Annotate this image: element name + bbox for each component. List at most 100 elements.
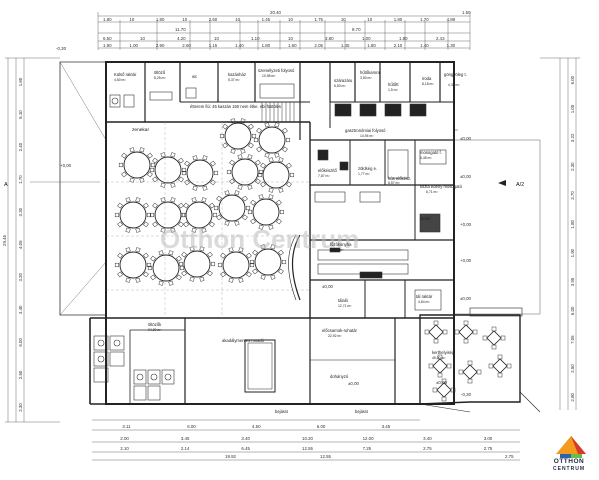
round-table bbox=[249, 244, 287, 280]
lobby-counter bbox=[244, 339, 276, 393]
label-eloszto-area: 22,92 m² bbox=[328, 334, 342, 338]
dim-label: 2.90 bbox=[156, 43, 165, 48]
dim-label: 1.80 bbox=[262, 43, 271, 48]
dim-label: 2.43 bbox=[436, 36, 445, 41]
left-dimension-lines bbox=[5, 57, 60, 423]
dim-label: 7.25 bbox=[363, 446, 372, 451]
level-bottom-right: -0,30 bbox=[461, 392, 472, 397]
dim-label: 1.60 bbox=[288, 43, 297, 48]
label-eloszto: előcsarnok-ruhatár bbox=[322, 328, 358, 333]
label-furniture-note: étterem fiú: 45 kaszás 150 nem étke. ebi… bbox=[190, 104, 281, 109]
label-fozokonyha-area: 34,10 m² bbox=[330, 248, 344, 252]
top-dimension-lines bbox=[97, 12, 471, 50]
dim-label: 2.30 bbox=[570, 162, 575, 171]
label-gastro-folyoso: gasztronómiai folyosó bbox=[345, 128, 386, 133]
dim-label: 12.00 bbox=[363, 436, 375, 441]
hall-gridlines bbox=[106, 122, 310, 318]
level-top-left: -0,30 bbox=[56, 46, 67, 51]
dim-label: 1.45 bbox=[341, 43, 350, 48]
dim-label: 2.60 bbox=[209, 17, 218, 22]
dim-label: 7.05 bbox=[570, 335, 575, 344]
label-gongyoleg: göngyöleg t. bbox=[444, 72, 467, 77]
label-hutott-area: 1,5 m² bbox=[388, 88, 398, 92]
building-walls bbox=[89, 61, 455, 405]
round-table bbox=[257, 157, 295, 193]
dim-label: 1.80 bbox=[18, 77, 23, 86]
top-left-fixtures bbox=[109, 83, 427, 117]
garden-table bbox=[488, 354, 512, 378]
garden-table bbox=[424, 320, 448, 344]
dim-label: 1.40 bbox=[235, 43, 244, 48]
dim-label: 1.00 bbox=[362, 36, 371, 41]
round-table bbox=[180, 197, 218, 233]
round-table bbox=[114, 197, 152, 233]
dining-tables bbox=[114, 118, 295, 286]
dim-label: 6.45 bbox=[241, 446, 250, 451]
label-tarolo: tároló bbox=[420, 216, 431, 221]
otthon-centrum-logo-icon bbox=[556, 436, 586, 458]
dim-label: 1.80 bbox=[399, 36, 408, 41]
dim-label: 2.10 bbox=[120, 446, 129, 451]
label-oltozok-area: 24,80 m² bbox=[148, 328, 162, 332]
right-level-labels: ±0,00±0,00+0,00+0,00±0,00 bbox=[460, 136, 472, 301]
level-lobby: ±0,00 bbox=[348, 381, 360, 386]
label-hus-elokeszito-area: 6,57 m² bbox=[388, 181, 400, 185]
label-szarazaru-area: 6,50 m² bbox=[334, 84, 346, 88]
dim-label: 2.75 bbox=[484, 446, 493, 451]
dim-label: 2.00 bbox=[120, 436, 129, 441]
label-kazanhaz-area: 5,37 m² bbox=[228, 78, 240, 82]
dim-label: 1.30 bbox=[447, 43, 456, 48]
round-table bbox=[247, 194, 285, 230]
round-table bbox=[149, 152, 187, 188]
label-zoldseg-area: 1,77 m² bbox=[358, 172, 370, 176]
bottom-dimension-lines bbox=[92, 419, 520, 461]
dim-label: 3.11 bbox=[122, 424, 131, 429]
label-gastro-folyoso-area: 14,94 m² bbox=[360, 134, 374, 138]
label-hus-elokeszito: hús előkész. bbox=[388, 176, 411, 181]
right-level-label: ±0,00 bbox=[460, 136, 472, 141]
label-elokeszito: előkészítő bbox=[318, 168, 338, 173]
dim-label: 1.80 bbox=[367, 43, 376, 48]
terrace-area bbox=[30, 61, 107, 316]
garden-table bbox=[428, 354, 452, 378]
dim-label: 2.10 bbox=[394, 43, 403, 48]
label-oltozok: öltözők bbox=[148, 322, 162, 327]
level-kitchen: ±0,00 bbox=[322, 284, 334, 289]
dim-label: 1.10 bbox=[251, 36, 260, 41]
dim-label: 10 bbox=[182, 17, 187, 22]
label-szemelyzeti-folyoso-area: 10,98 m² bbox=[262, 74, 276, 78]
curved-bar-counter bbox=[291, 234, 301, 301]
logo-roof-red bbox=[571, 436, 586, 454]
label-gongyoleg-area: 4,36 m² bbox=[448, 83, 460, 87]
dim-label: 3.70 bbox=[570, 191, 575, 200]
dim-label: 6.50 bbox=[103, 36, 112, 41]
section-marker-left: A bbox=[4, 182, 8, 188]
dim-label: 6.00 bbox=[570, 306, 575, 315]
label-iroda: iroda bbox=[422, 76, 432, 81]
level-garden: ±0,00 bbox=[436, 380, 448, 385]
dim-row3-b: 8.70 bbox=[352, 27, 361, 32]
label-tiszta-edeny-area: 6,71 m² bbox=[426, 190, 438, 194]
label-tal-raktar: tál raktár bbox=[416, 294, 433, 299]
dim-label: 1.70 bbox=[18, 175, 23, 184]
label-kazanhaz: kazánház bbox=[228, 72, 246, 77]
right-dimension-lines bbox=[540, 57, 580, 410]
dim-label: 1.90 bbox=[103, 43, 112, 48]
dim-label: 4.89 bbox=[447, 17, 456, 22]
round-table bbox=[118, 147, 156, 183]
garden-table bbox=[458, 360, 482, 384]
dim-label: 6.00 bbox=[18, 338, 23, 347]
dim-label: 2.50 bbox=[570, 364, 575, 373]
dim-label: 1.40 bbox=[420, 43, 429, 48]
dim-label: 4.20 bbox=[177, 36, 186, 41]
label-zoldseg: zöldség e. bbox=[358, 166, 377, 171]
label-talalo-area: 12,71 m² bbox=[338, 304, 352, 308]
dim-label: 3.00 bbox=[484, 436, 493, 441]
section-arrow-icon bbox=[498, 180, 506, 186]
label-tiszta-edeny: tiszta edény mosogató bbox=[420, 184, 463, 189]
dim-label: 1.80 bbox=[570, 219, 575, 228]
dim-label: 10 bbox=[288, 17, 293, 22]
dim-label: 3.40 bbox=[18, 305, 23, 314]
